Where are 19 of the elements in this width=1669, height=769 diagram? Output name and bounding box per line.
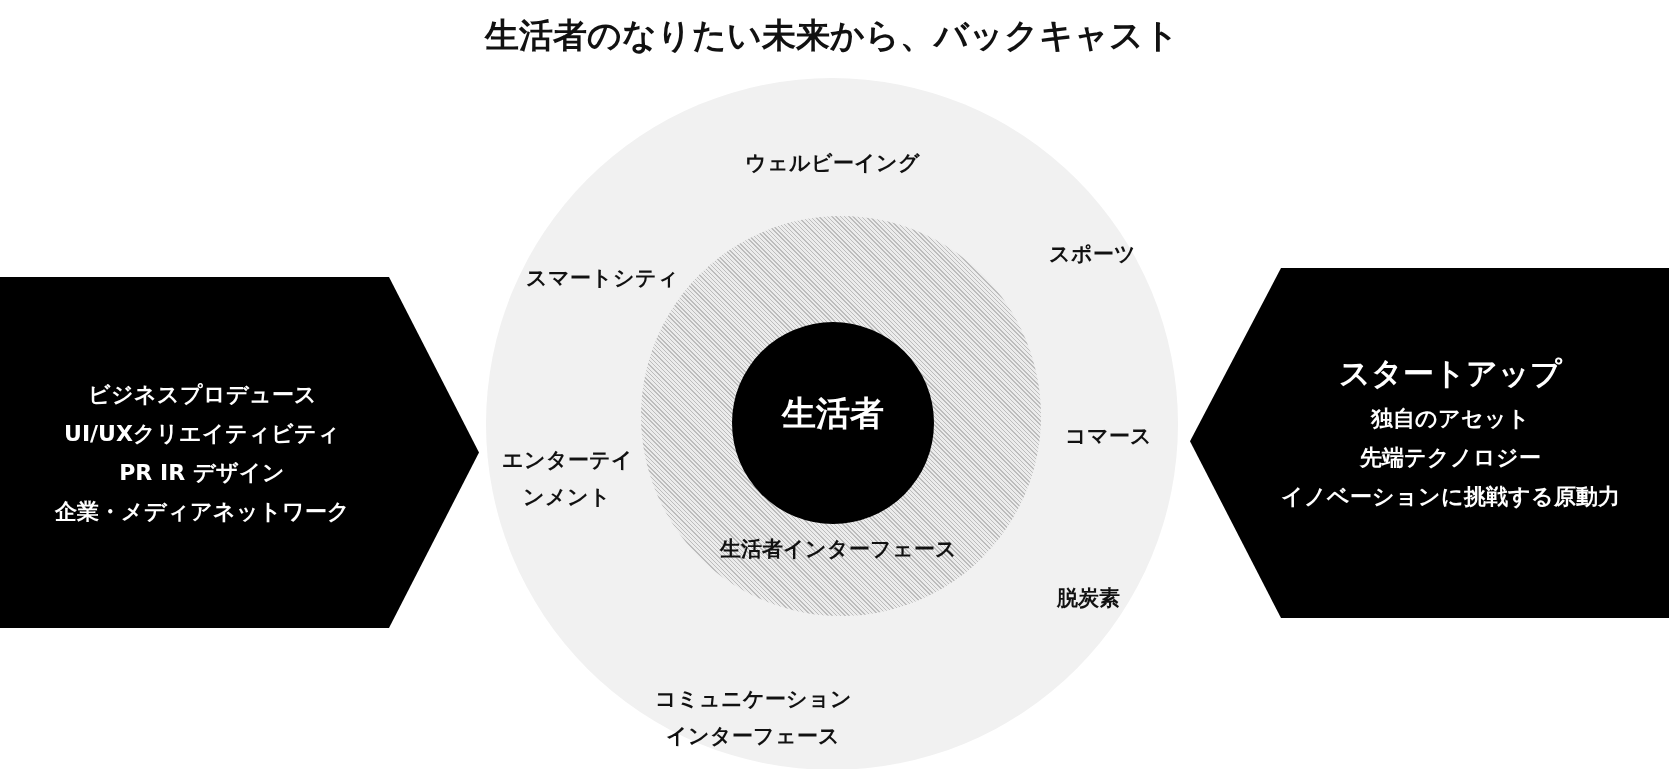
list-item: 独自のアセット <box>1370 405 1530 433</box>
circle-label: 生活者インターフェース <box>719 535 957 563</box>
list-item: PR IR デザイン <box>119 458 285 487</box>
title: 生活者のなりたい未来から、バックキャスト <box>485 14 1179 57</box>
circle-label: ウェルビーイング <box>744 149 920 177</box>
list-item: UI/UXクリエイティビティ <box>64 419 340 448</box>
circle-label: スマートシティ <box>525 264 679 292</box>
circle-label: エンターテインメント <box>501 447 633 511</box>
list-item: イノベーションに挑戦する原動力 <box>1280 483 1620 511</box>
circle-label: 脱炭素 <box>1056 584 1120 612</box>
list-item: ビジネスプロデュース <box>87 380 317 409</box>
circle-label: コミュニケーションインターフェース <box>653 686 853 750</box>
circle-label: コマース <box>1064 422 1152 450</box>
list-item: 企業・メディアネットワーク <box>54 497 350 526</box>
circle-label: 生活者 <box>782 392 884 436</box>
heading: スタートアップ <box>1338 354 1562 393</box>
center-circle <box>732 322 934 524</box>
list-item: 先端テクノロジー <box>1359 444 1541 472</box>
circle-label: スポーツ <box>1048 240 1136 268</box>
